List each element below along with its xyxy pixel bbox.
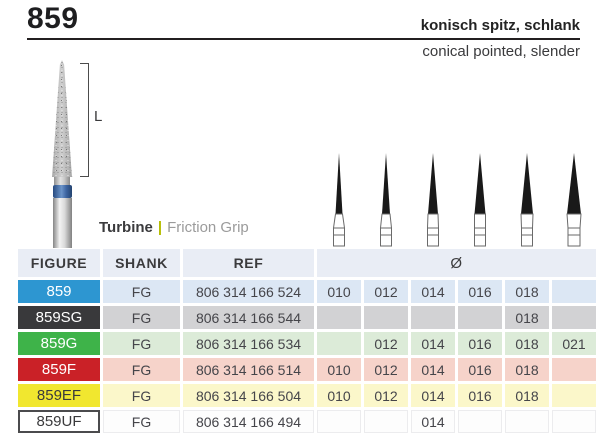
table-row: 859UF FG 806 314 166 494 014 [18,410,596,433]
diameter-cell [364,410,408,433]
product-name-german: konisch spitz, schlank [420,17,580,34]
ref-cell: 806 314 166 544 [183,306,314,329]
table-row: 859EF FG 806 314 166 504 010 012 014 016… [18,384,596,407]
grip-type-en: Friction Grip [167,219,249,236]
shank-cell: FG [103,358,180,381]
shank-cell: FG [103,332,180,355]
diameter-cell: 010 [317,384,361,407]
diameter-cell: 021 [552,332,596,355]
figure-badge: 859F [18,358,100,381]
diameter-cell: 012 [364,332,408,355]
diameter-cell: 018 [505,358,549,381]
bur-photo-illustration [50,60,74,248]
diameter-cell: 016 [458,280,502,303]
diameter-cell: 018 [505,306,549,329]
diameter-cell [317,306,361,329]
diameter-cell: 014 [411,384,455,407]
diameter-cell: 012 [364,384,408,407]
product-table: FIGURE SHANK REF Ø 859 FG 806 314 166 52… [15,246,599,436]
diameter-cell [552,280,596,303]
diameter-cell [552,306,596,329]
diameter-cell: 018 [505,384,549,407]
ref-cell: 806 314 166 534 [183,332,314,355]
grip-type-de: Turbine [99,219,153,236]
figure-badge: 859EF [18,384,100,407]
figure-badge: 859SG [18,306,100,329]
diameter-cell [317,332,361,355]
figure-badge: 859 [18,280,100,303]
shank-cell: FG [103,280,180,303]
product-name-english: conical pointed, slender [422,43,580,60]
diameter-cell [552,384,596,407]
bur-tip-silhouette [505,150,549,247]
diameter-cell [458,306,502,329]
table-row: 859 FG 806 314 166 524 010 012 014 016 0… [18,280,596,303]
col-header-shank: SHANK [103,249,180,277]
diameter-cell: 014 [411,410,455,433]
length-bracket [80,63,89,177]
shank-cell: FG [103,306,180,329]
ref-cell: 806 314 166 514 [183,358,314,381]
blue-grit-band [52,185,72,198]
diamond-cone [51,60,73,177]
shank-cell: FG [103,410,180,433]
diameter-cell: 018 [505,332,549,355]
shank-cell: FG [103,384,180,407]
diameter-cell: 016 [458,332,502,355]
diameter-cell [552,410,596,433]
diameter-cell [505,410,549,433]
bur-tip-silhouette [364,150,408,247]
grip-separator: | [157,219,163,236]
figure-badge: 859G [18,332,100,355]
diameter-cell [411,306,455,329]
ref-cell: 806 314 166 524 [183,280,314,303]
bur-shank [52,198,72,248]
figure-number-heading: 859 [27,2,79,35]
table-row: 859G FG 806 314 166 534 012 014 016 018 … [18,332,596,355]
bur-tip-silhouette [317,150,361,247]
length-label: L [94,108,103,125]
diameter-cell [552,358,596,381]
header-rule [27,38,580,40]
diameter-cell: 016 [458,358,502,381]
diameter-cell [364,306,408,329]
diameter-cell: 014 [411,358,455,381]
bur-tip-silhouette [552,150,596,247]
ref-cell: 806 314 166 504 [183,384,314,407]
diameter-cell [458,410,502,433]
bur-tip-silhouette [411,150,455,247]
diameter-cell [317,410,361,433]
figure-badge: 859UF [18,410,100,433]
table-row: 859F FG 806 314 166 514 010 012 014 016 … [18,358,596,381]
tip-silhouettes-row [317,149,596,247]
diameter-cell: 010 [317,358,361,381]
diameter-cell: 018 [505,280,549,303]
diameter-cell: 016 [458,384,502,407]
diameter-cell: 014 [411,280,455,303]
table-header-row: FIGURE SHANK REF Ø [18,249,596,277]
diameter-cell: 012 [364,280,408,303]
bur-tip-silhouette [458,150,502,247]
ref-cell: 806 314 166 494 [183,410,314,433]
col-header-diameter: Ø [317,249,596,277]
grip-type-line: Turbine|Friction Grip [99,219,249,236]
diameter-cell: 012 [364,358,408,381]
diameter-cell: 010 [317,280,361,303]
table-row: 859SG FG 806 314 166 544 018 [18,306,596,329]
col-header-ref: REF [183,249,314,277]
diameter-cell: 014 [411,332,455,355]
col-header-figure: FIGURE [18,249,100,277]
bur-neck [54,177,70,185]
